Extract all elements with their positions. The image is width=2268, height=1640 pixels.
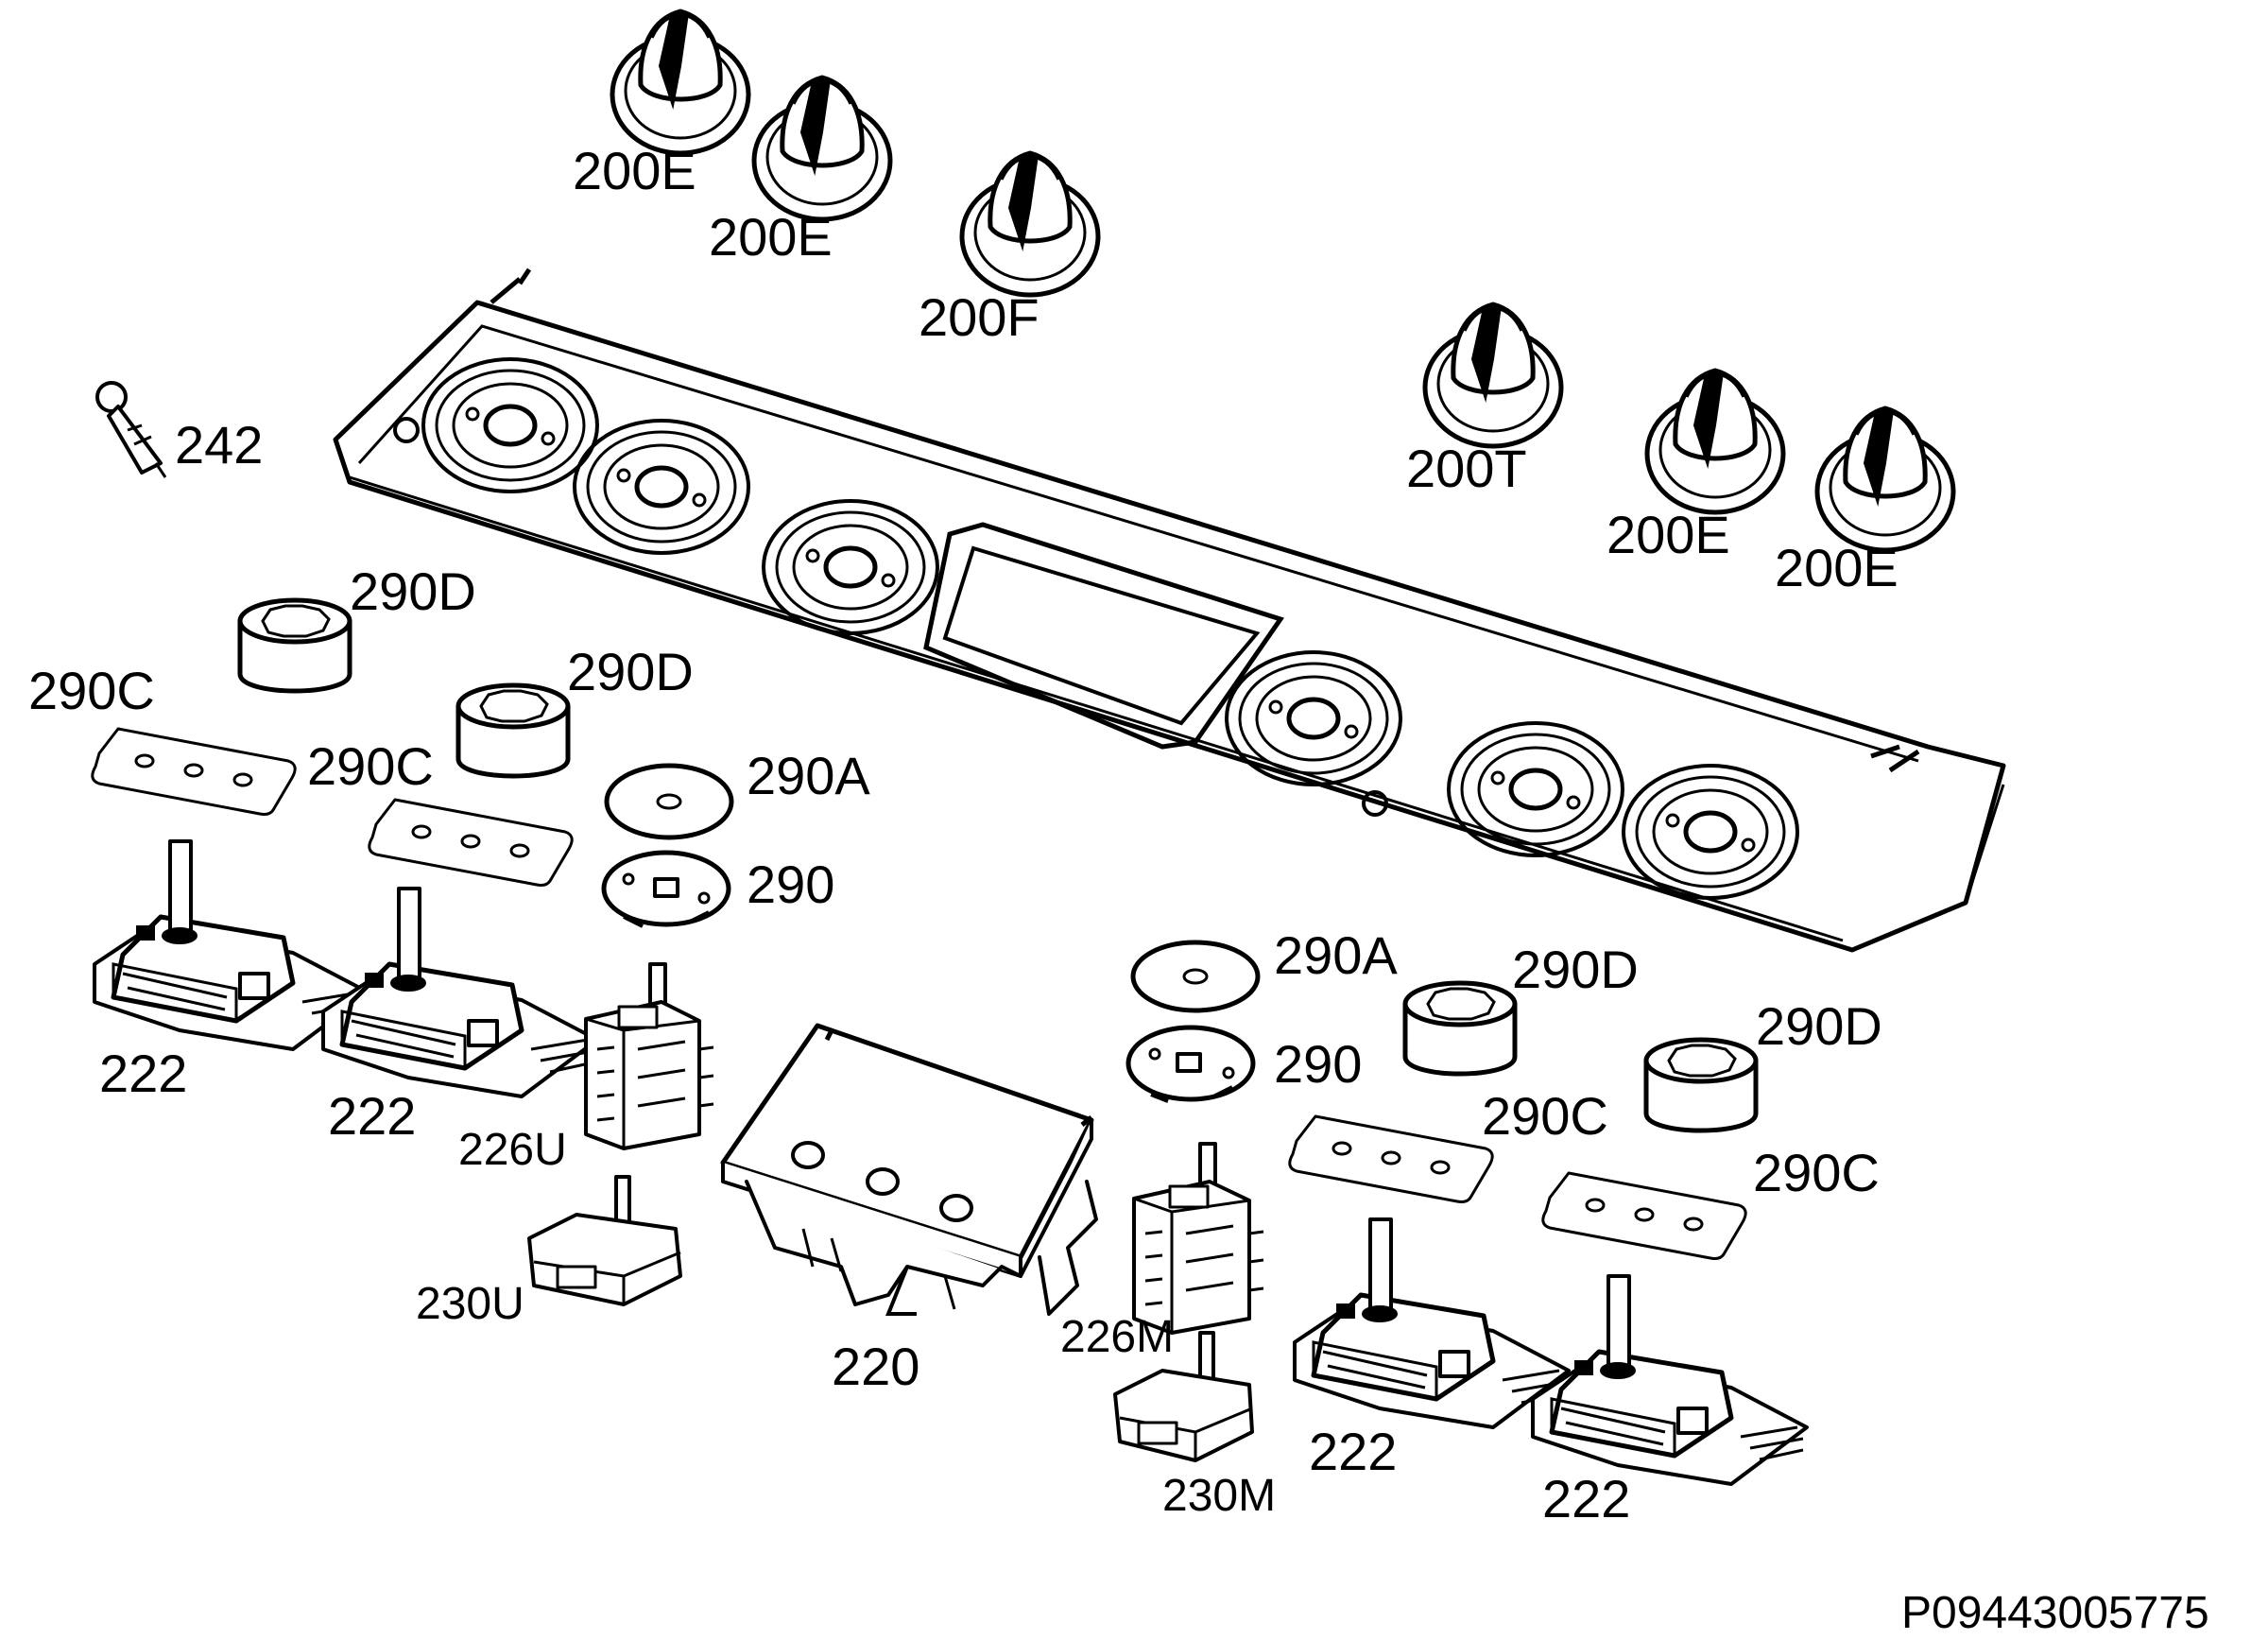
label-200E-2: 200E	[709, 207, 833, 267]
disc-290A-2	[1130, 940, 1261, 1013]
module-220	[720, 1023, 1098, 1316]
lamp-part	[95, 381, 167, 478]
label-222-1: 222	[99, 1044, 187, 1103]
label-200E-4: 200E	[1775, 538, 1899, 597]
label-222-3: 222	[1309, 1422, 1397, 1481]
disc-290-1	[601, 850, 731, 928]
label-290A-1: 290A	[747, 746, 870, 805]
label-222-2: 222	[328, 1086, 416, 1146]
control-panel	[333, 268, 2006, 953]
plate-290C-4	[1541, 1171, 1747, 1260]
label-290C-4: 290C	[1753, 1143, 1880, 1202]
knob-200F	[962, 153, 1098, 295]
plate-290C-3	[1288, 1114, 1494, 1203]
selector-226U	[584, 962, 714, 1150]
label-230U: 230U	[416, 1279, 524, 1329]
drawing-code: P09443005775	[1901, 1588, 2209, 1638]
switch-222-2	[323, 889, 597, 1096]
label-200T: 200T	[1406, 439, 1527, 498]
label-290-1: 290	[747, 855, 834, 914]
selector-226M	[1132, 1142, 1264, 1335]
ring-290D-3	[1405, 983, 1515, 1074]
label-290D-2: 290D	[567, 642, 694, 701]
plate-290C-1	[91, 727, 297, 816]
label-290C-3: 290C	[1482, 1086, 1608, 1146]
label-290D-3: 290D	[1512, 940, 1639, 999]
switch-222-4	[1533, 1276, 1807, 1484]
knob-200E-4	[1817, 408, 1953, 550]
label-220: 220	[832, 1337, 919, 1396]
disc-290A-1	[604, 763, 734, 840]
label-242: 242	[175, 415, 263, 475]
label-200E-1: 200E	[573, 141, 696, 200]
label-290-2: 290	[1274, 1034, 1362, 1094]
knob-200E-1	[612, 11, 748, 153]
label-290C-2: 290C	[307, 736, 434, 796]
label-222-4: 222	[1542, 1469, 1630, 1528]
plate-290C-2	[368, 798, 574, 887]
label-226M: 226M	[1060, 1312, 1174, 1362]
ring-290D-1	[240, 600, 350, 691]
switch-230U	[527, 1175, 682, 1306]
knob-200T	[1425, 304, 1561, 446]
switch-222-3	[1295, 1219, 1569, 1427]
label-200E-3: 200E	[1606, 505, 1730, 564]
label-290D-1: 290D	[350, 561, 476, 621]
switch-230M	[1113, 1331, 1254, 1462]
disc-290-2	[1125, 1025, 1256, 1103]
knob-200E-3	[1647, 371, 1783, 512]
label-290C-1: 290C	[28, 661, 155, 720]
label-290D-4: 290D	[1756, 996, 1882, 1056]
label-230M: 230M	[1162, 1471, 1276, 1521]
label-290A-2: 290A	[1274, 925, 1398, 985]
ring-290D-2	[458, 685, 568, 776]
knob-200E-2	[754, 78, 890, 219]
ring-290D-4	[1646, 1040, 1756, 1131]
label-200F: 200F	[919, 287, 1040, 347]
label-226U: 226U	[458, 1125, 567, 1175]
